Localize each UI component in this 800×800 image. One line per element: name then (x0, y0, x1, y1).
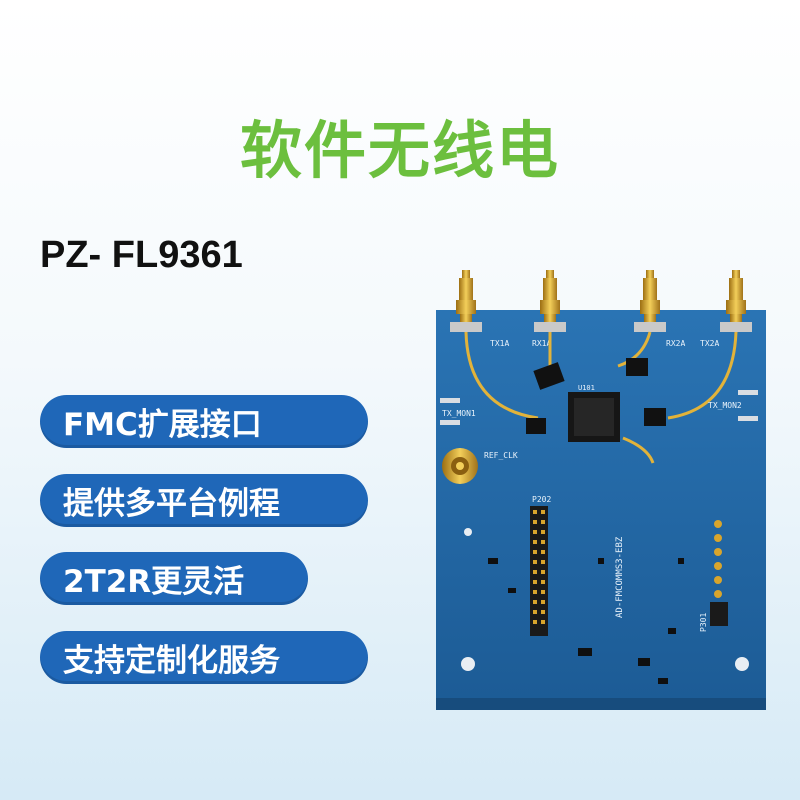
label-ref-clk: REF_CLK (484, 451, 518, 460)
label-header: P202 (532, 495, 551, 504)
label-port: P301 (699, 613, 708, 632)
label-board-name: AD-FMCOMMS3-EBZ (615, 536, 625, 618)
pin-header (530, 506, 548, 636)
model-name: PZ- FL9361 (40, 234, 243, 276)
feature-pill-2t2r: 2T2R更灵活 (40, 552, 308, 605)
pcb (436, 310, 766, 710)
feature-pill-examples: 提供多平台例程 (40, 474, 368, 527)
label-tx-mon1: TX_MON1 (442, 409, 476, 418)
sma-connectors (450, 270, 752, 332)
label-tx2a: TX2A (700, 339, 719, 348)
feature-pill-custom: 支持定制化服务 (40, 631, 368, 684)
sdr-board-image: TX1A RX1A RX2A TX2A U101 REF_CLK TX_MON1… (428, 258, 778, 718)
label-rx2a: RX2A (666, 339, 685, 348)
label-rx1a: RX1A (532, 339, 551, 348)
label-chip: U101 (578, 384, 595, 392)
page-title: 软件无线电 (239, 114, 560, 187)
feature-pill-fmc: FMC扩展接口 (40, 395, 368, 448)
label-tx1a: TX1A (490, 339, 509, 348)
label-tx-mon2: TX_MON2 (708, 401, 742, 410)
